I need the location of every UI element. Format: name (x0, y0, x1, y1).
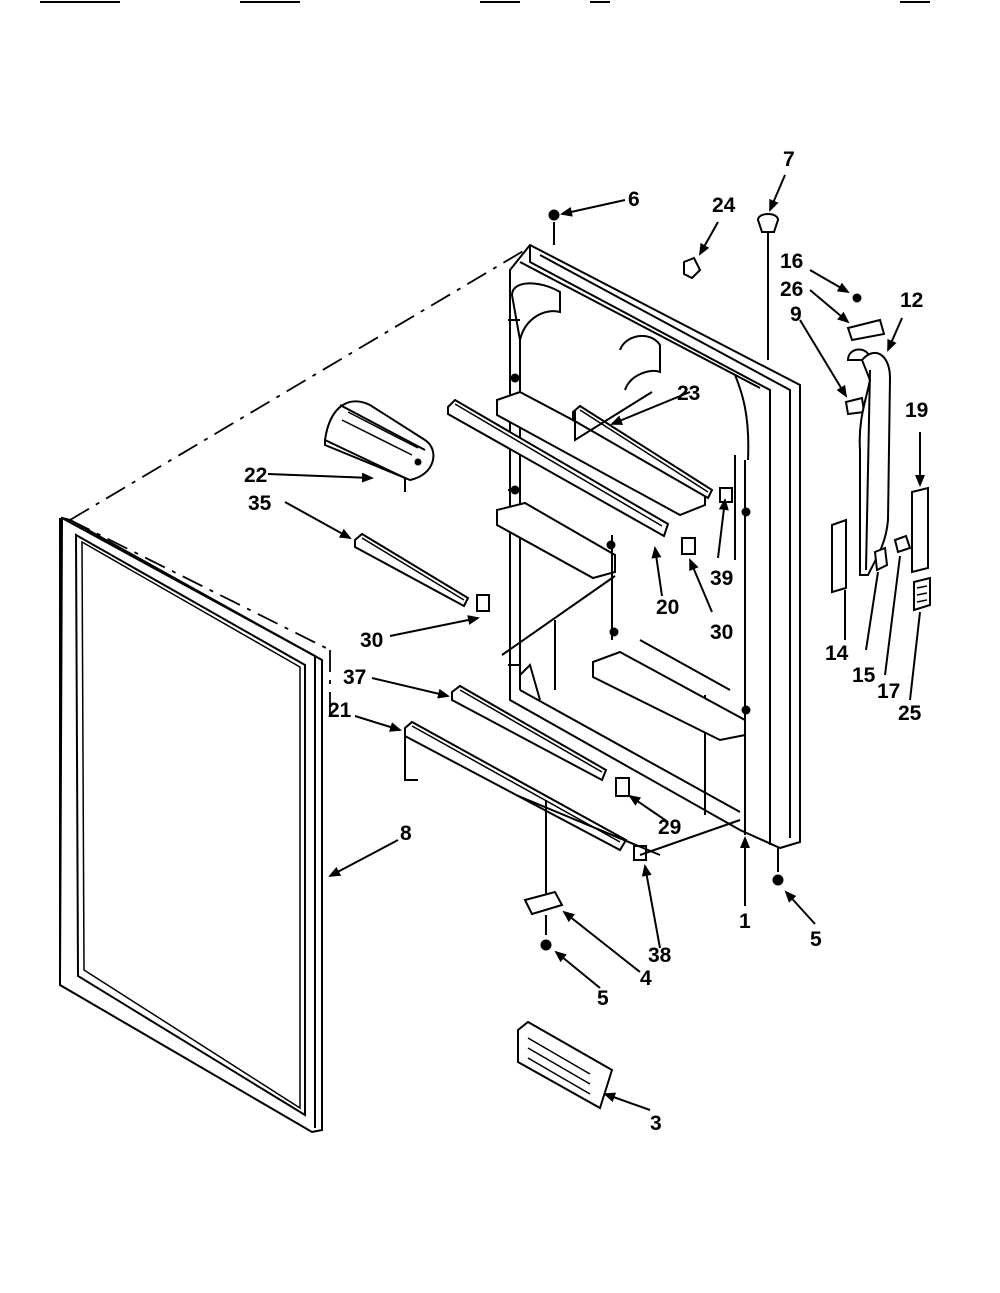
label-part-35: 35 (248, 492, 272, 515)
label-part-26: 26 (780, 278, 803, 301)
label-part-22: 22 (244, 464, 267, 487)
shelf-rails (354, 398, 714, 852)
label-part-12: 12 (900, 289, 923, 312)
door-gasket (58, 516, 323, 1134)
door-liner (496, 243, 801, 850)
bin-cover (324, 400, 435, 492)
label-part-30-left: 30 (360, 629, 383, 652)
toe-grille (517, 1020, 614, 1110)
label-part-37: 37 (343, 666, 366, 689)
label-part-25: 25 (898, 702, 922, 725)
label-part-19: 19 (905, 399, 928, 422)
label-part-16: 16 (780, 250, 803, 273)
label-part-15: 15 (852, 664, 876, 687)
label-part-5-right: 5 (810, 928, 822, 951)
label-part-1: 1 (739, 910, 751, 933)
bottom-hinge-screws (523, 800, 784, 951)
part-labels: 6 24 7 16 26 9 12 19 23 22 35 39 20 30 3… (244, 148, 928, 1135)
label-part-7: 7 (783, 148, 795, 171)
label-part-21: 21 (328, 699, 352, 722)
hinge-parts (548, 209, 886, 416)
label-part-20: 20 (656, 596, 679, 619)
label-part-30-right: 30 (710, 621, 733, 644)
label-part-17: 17 (877, 680, 900, 703)
label-part-5-left: 5 (597, 987, 609, 1010)
cabinet-phantom-outline (69, 246, 531, 720)
label-part-14: 14 (825, 642, 849, 665)
label-part-8: 8 (400, 822, 412, 845)
label-part-39: 39 (710, 567, 733, 590)
label-part-24: 24 (712, 194, 736, 217)
door-handle (858, 352, 892, 576)
label-part-29: 29 (658, 816, 681, 839)
label-part-3: 3 (650, 1112, 662, 1135)
label-part-38: 38 (648, 944, 672, 967)
label-part-23: 23 (677, 382, 700, 405)
label-part-6: 6 (628, 188, 640, 211)
label-part-9: 9 (790, 303, 802, 326)
label-part-4: 4 (640, 967, 652, 990)
side-parts (831, 486, 931, 612)
leader-lines (267, 174, 925, 1111)
